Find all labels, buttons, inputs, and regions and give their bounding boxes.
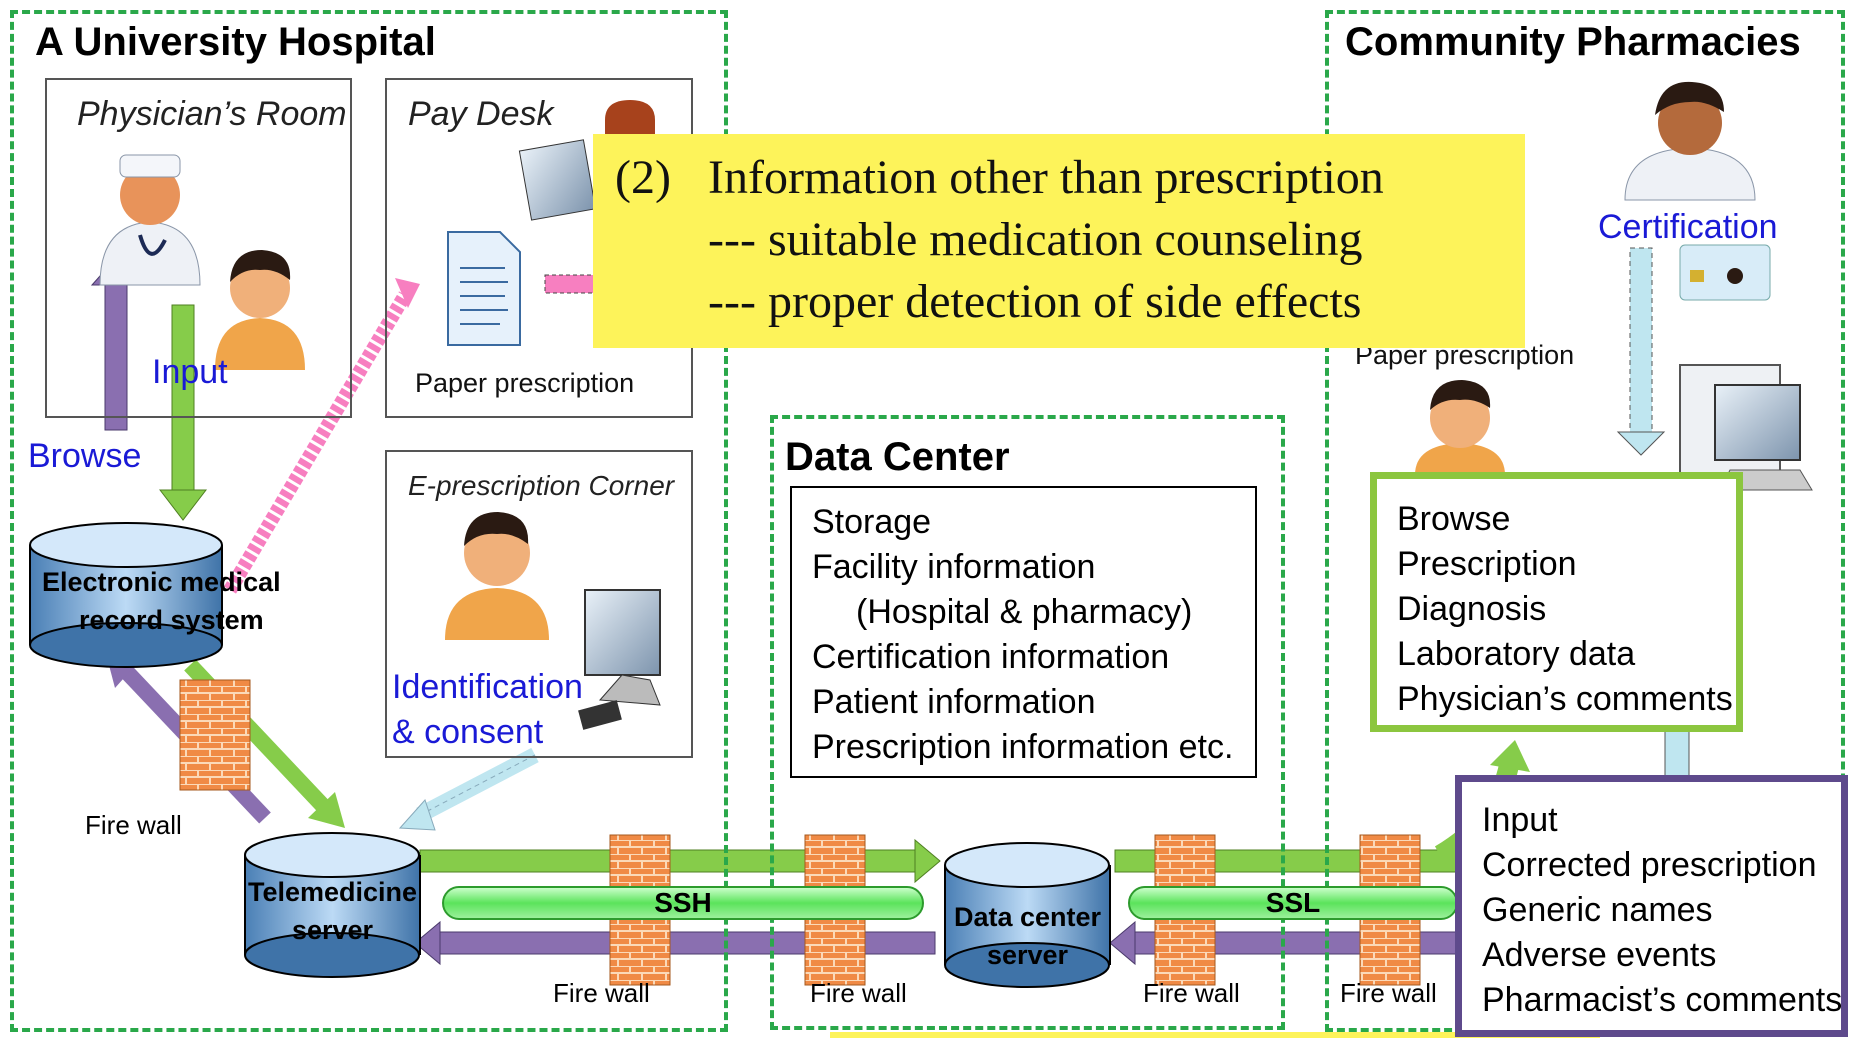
telemedicine-label-line1: Telemedicine [247,877,418,907]
firewall-label: Fire wall [553,978,650,1008]
emr-label-line1: Electronic medical [42,567,281,597]
input-arrow-down [158,304,208,521]
storage-item: (Hospital & pharmacy) [856,593,1193,631]
browse-panel: Browse Prescription Diagnosis Laboratory… [1370,472,1743,732]
storage-title: Storage [812,503,932,541]
firewall-icon [179,679,251,791]
paper-prescription-arrow [223,274,606,594]
pharmacies-title: Community Pharmacies [1345,20,1801,64]
consent-arrow [398,747,539,831]
firewall-label: Fire wall [85,810,182,840]
storage-item: Prescription information etc. [812,728,1234,766]
storage-item: Facility information [812,548,1096,586]
callout-line2: --- suitable medication counseling [708,213,1363,266]
ssh-tunnel: SSH [442,886,924,920]
pharmacist-icon [1624,81,1756,201]
input-panel-title: Input [1482,801,1558,839]
storage-item: Patient information [812,683,1096,721]
datacenter-zone [770,415,1285,1030]
browse-item: Prescription [1397,545,1577,583]
paper-prescription-label: Paper prescription [415,368,635,398]
physician-room [45,78,352,418]
browse-item: Diagnosis [1397,590,1547,628]
id-card-icon [1679,244,1771,301]
storage-panel: Storage Facility information (Hospital &… [790,486,1257,778]
patient-icon [445,512,549,640]
document-icon [447,231,521,346]
input-panel: Input Corrected prescription Generic nam… [1455,775,1848,1037]
eprescription-room [385,450,693,758]
storage-item: Certification information [812,638,1170,676]
callout-line3: --- proper detection of side effects [708,275,1362,328]
doctor-icon [99,154,201,286]
patient-icon [215,250,305,370]
input-item: Adverse events [1482,936,1717,974]
firewall-label: Fire wall [1340,978,1437,1008]
input-item: Pharmacist’s comments [1482,981,1843,1019]
callout-line1: Information other than prescription [708,151,1384,204]
certification-label: Certification [1598,208,1778,246]
emr-label: Electronic medical record system [30,563,292,639]
patient-icon [1415,380,1505,475]
input-item: Corrected prescription [1482,846,1817,884]
physician-room-title: Physician’s Room [77,95,347,133]
browse-panel-title: Browse [1397,500,1511,538]
pay-desk-title: Pay Desk [408,95,554,133]
callout-number: (2) [615,151,671,204]
emr-database-icon [29,522,223,668]
input-label: Input [152,353,228,391]
computer-icon [1679,364,1813,491]
eprescription-title: E-prescription Corner [408,470,675,501]
consent-label: & consent [392,713,544,751]
browse-item: Laboratory data [1397,635,1636,673]
hospital-zone [10,10,728,1032]
datacenter-server-label: Data center server [945,898,1110,974]
callout-edge [830,1032,1600,1038]
datacenter-label-line2: server [986,940,1069,970]
hospital-title: A University Hospital [35,20,436,64]
ssl-tunnel: SSL [1128,886,1458,920]
firewall-label: Fire wall [810,978,907,1008]
datacenter-label-line1: Data center [953,902,1102,932]
certification-arrow [1616,247,1666,456]
input-item: Generic names [1482,891,1713,929]
telemedicine-label-line2: server [291,915,374,945]
identification-label: Identification [392,668,583,706]
datacenter-database-icon [944,842,1111,988]
firewall-label: Fire wall [1143,978,1240,1008]
browse-label: Browse [28,437,142,475]
telemedicine-label: Telemedicine server [240,873,425,949]
cashier-icon [605,100,655,140]
info-callout: (2) Information other than prescription … [593,134,1525,348]
monitor-icon [518,139,597,221]
browse-item: Physician’s comments [1397,680,1733,718]
computer-icon [578,589,661,730]
datacenter-title: Data Center [785,435,1010,479]
telemedicine-database-icon [244,832,421,978]
emr-label-line2: record system [79,605,264,635]
